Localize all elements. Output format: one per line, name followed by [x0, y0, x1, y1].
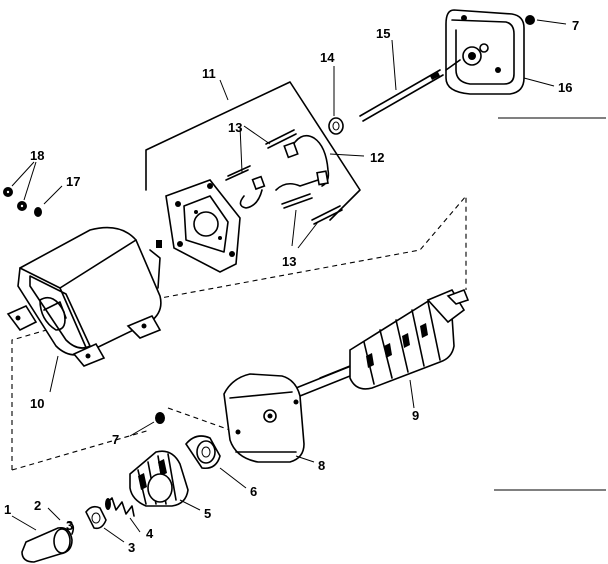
pinion-gear-part-5: [129, 450, 201, 511]
assembly-guide-lines: [11, 194, 467, 471]
through-bolt-part-15: [359, 39, 444, 122]
drive-end-cap-part-8: [223, 373, 315, 463]
callout-13-lower: 13: [282, 254, 296, 269]
callout-5: 5: [204, 506, 211, 521]
armature-part-9: [294, 288, 470, 409]
callout-4: 4: [146, 526, 154, 541]
callout-8: 8: [318, 458, 325, 473]
dust-cover-part-1: [11, 507, 75, 563]
callout-1: 1: [4, 502, 11, 517]
callout-13-upper: 13: [228, 120, 242, 135]
callout-7-lower: 7: [112, 432, 119, 447]
brush-spring-part-13-lower: [281, 193, 343, 249]
brush-leads-part-12: [239, 134, 365, 209]
callout-11: 11: [202, 66, 216, 81]
callout-16: 16: [558, 80, 572, 95]
brush-plate: [165, 179, 241, 273]
nut-part-7-lower: [129, 412, 165, 437]
motor-housing-part-10: [6, 226, 162, 393]
callout-14: 14: [320, 50, 335, 65]
callout-17: 17: [66, 174, 80, 189]
callout-12: 12: [370, 150, 384, 165]
washer-part-14: [328, 66, 344, 135]
callout-3-upper: 3: [66, 518, 73, 533]
nut-part-7-top: [525, 15, 567, 25]
callout-labels: 7 15 14 16 11 13 12 18 17 13 10 9 7 8 6 …: [4, 18, 579, 555]
callout-15: 15: [376, 26, 390, 41]
hardware-part-18-17: [3, 161, 63, 217]
brush-plate-group-part-11: [145, 79, 361, 221]
callout-9: 9: [412, 408, 419, 423]
end-cap-part-16: [445, 9, 525, 95]
brush-spring-part-13-upper: [225, 125, 297, 181]
spring-part-4: [105, 497, 141, 533]
callout-7-top: 7: [572, 18, 579, 33]
callout-10: 10: [30, 396, 44, 411]
callout-2: 2: [34, 498, 41, 513]
callout-6: 6: [250, 484, 257, 499]
stop-collar-part-6: [185, 435, 247, 489]
nut-part-3-lower: [85, 505, 125, 543]
callout-18: 18: [30, 148, 44, 163]
callout-3-lower: 3: [128, 540, 135, 555]
